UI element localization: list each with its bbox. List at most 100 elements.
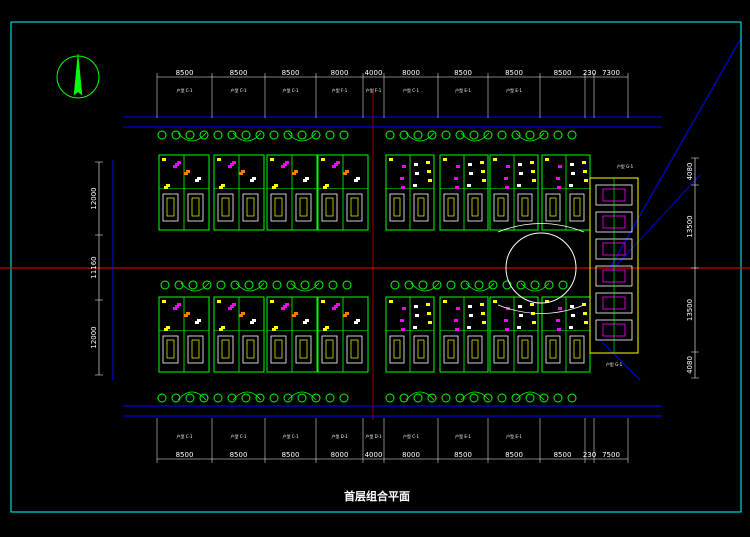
furniture-item [166, 326, 170, 329]
tree-icon [483, 393, 493, 403]
furniture-item [415, 172, 419, 175]
apartment-unit [158, 154, 210, 231]
furniture-item [481, 170, 485, 173]
tree-icon [483, 130, 493, 140]
dimension-label: 8500 [282, 451, 300, 459]
tree-icon [441, 393, 451, 403]
tree-icon [241, 393, 251, 403]
furniture-item [443, 300, 447, 303]
furniture-item [504, 177, 508, 180]
dimension-label: 8500 [505, 69, 523, 77]
furniture-item [415, 314, 419, 317]
furniture-item [270, 300, 274, 303]
garage-room [493, 335, 509, 364]
car-outline [521, 197, 529, 217]
car-outline [166, 197, 175, 217]
furniture-item [530, 161, 534, 164]
furniture-item [519, 172, 523, 175]
furniture-item [545, 300, 549, 303]
furniture-item [239, 314, 243, 317]
tree-icon [567, 393, 577, 403]
dimension-label: 7500 [602, 451, 620, 459]
diagonal-guide-line [599, 339, 641, 381]
furniture-item [305, 177, 309, 180]
furniture-item [531, 170, 535, 173]
tree-icon [553, 130, 563, 140]
car-outline [393, 339, 401, 359]
tree-icon [427, 130, 437, 140]
garden-path [460, 391, 490, 401]
furniture-item [173, 165, 177, 168]
garage-room [187, 193, 204, 222]
car-outline [417, 339, 425, 359]
furniture-item [303, 321, 307, 324]
furniture-item [334, 305, 338, 308]
furniture-item [270, 158, 274, 161]
furniture-item [443, 158, 447, 161]
garden-path [520, 282, 550, 292]
tree-icon [427, 393, 437, 403]
furniture-item [219, 186, 223, 189]
furniture-item [164, 186, 168, 189]
unit-type-label: 户型 C-1 [403, 433, 420, 439]
car-outline [573, 339, 581, 359]
garden-path [465, 282, 495, 292]
furniture-item [292, 172, 296, 175]
furniture-item [558, 307, 562, 310]
dimension-label: 8500 [554, 69, 572, 77]
tree-icon [339, 130, 349, 140]
furniture-item [184, 314, 188, 317]
furniture-item [325, 326, 329, 329]
garden-path [287, 391, 317, 401]
garage-room [242, 335, 259, 364]
furniture-item [455, 328, 459, 331]
furniture-item [197, 319, 201, 322]
diagonal-guide-line [611, 174, 701, 271]
tree-icon [339, 393, 349, 403]
landscape-trees [385, 130, 577, 142]
furniture-item [467, 184, 471, 187]
furniture-item [493, 300, 497, 303]
garage-room [545, 335, 561, 364]
furniture-item [505, 186, 509, 189]
garage-room [467, 335, 483, 364]
furniture-item [356, 177, 360, 180]
furniture-item [230, 163, 234, 166]
furniture-item [250, 321, 254, 324]
furniture-item [532, 179, 536, 182]
drawing-frame [10, 21, 742, 513]
furniture-item [584, 179, 588, 182]
dimension-label: 4080 [686, 163, 694, 181]
furniture-item [250, 179, 254, 182]
furniture-item [334, 163, 338, 166]
furniture-item [480, 161, 484, 164]
furniture-item [164, 328, 168, 331]
car-outline [221, 339, 230, 359]
garage-room [187, 335, 204, 364]
furniture-item [400, 177, 404, 180]
furniture-item [582, 161, 586, 164]
tree-icon [497, 130, 507, 140]
tree-icon [269, 130, 279, 140]
garage-room [467, 193, 483, 222]
dimension-label: 4080 [686, 356, 694, 374]
tree-icon [157, 130, 167, 140]
garage-room [545, 193, 561, 222]
furniture-item [197, 177, 201, 180]
car-outline [350, 197, 359, 217]
furniture-item [583, 170, 587, 173]
tree-icon [157, 393, 167, 403]
furniture-item [414, 305, 418, 308]
furniture-item [456, 165, 460, 168]
tree-icon [202, 280, 212, 290]
furniture-item [285, 303, 289, 306]
furniture-item [569, 184, 573, 187]
dimension-label: 8500 [176, 69, 194, 77]
furniture-item [283, 305, 287, 308]
garden-path [405, 391, 435, 401]
tree-icon [297, 130, 307, 140]
garage-room [321, 335, 338, 364]
furniture-item [467, 326, 471, 329]
furniture-item [343, 314, 347, 317]
